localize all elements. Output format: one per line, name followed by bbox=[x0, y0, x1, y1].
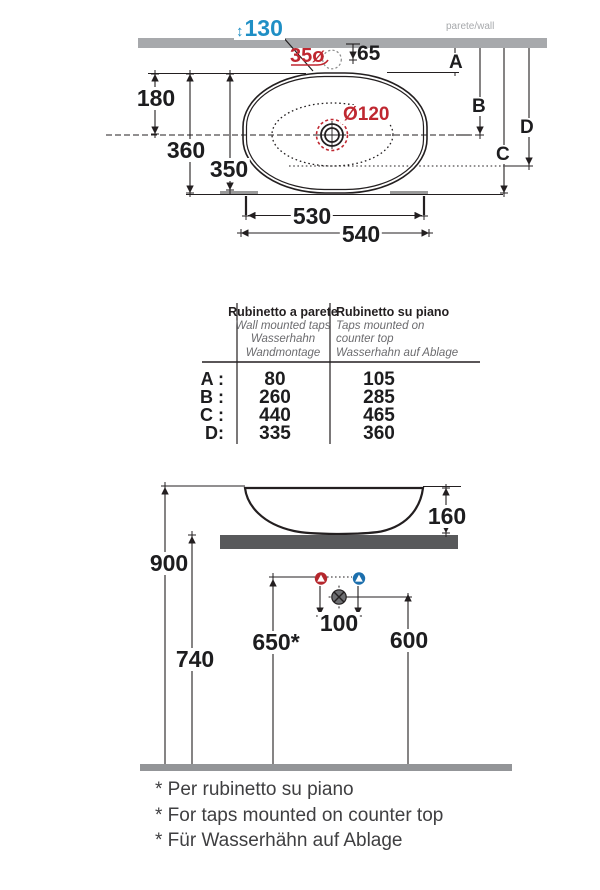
dim-tap-height: 650* bbox=[250, 629, 302, 655]
dim-bowl-width: 530 bbox=[290, 203, 334, 229]
dim-bowl-depth: 350 bbox=[207, 156, 251, 182]
hot-water-icon bbox=[314, 572, 328, 585]
dim-width: 540 bbox=[339, 221, 383, 247]
table-row-label: D: bbox=[205, 423, 224, 443]
column-subtitle: Taps mounted on bbox=[336, 319, 425, 332]
table-cell-wall: 335 bbox=[259, 423, 291, 444]
drain-symbol-icon bbox=[328, 585, 350, 609]
column-subtitle: counter top bbox=[336, 333, 394, 345]
cold-water-icon bbox=[352, 572, 366, 585]
tap-spacing-lines bbox=[316, 586, 362, 615]
basin-base-marks bbox=[186, 191, 503, 196]
reference-lines bbox=[387, 48, 533, 193]
counter-slab bbox=[220, 535, 458, 549]
dim-basin-height: 160 bbox=[425, 503, 469, 529]
table-row-label: B : bbox=[200, 387, 224, 407]
table-header-wall-mounted: Rubinetto a parete Wall mounted taps Was… bbox=[228, 305, 338, 360]
column-subtitle: Wasserhahn bbox=[250, 333, 316, 345]
plan-tick-marks bbox=[151, 56, 533, 237]
table-cell-counter: 105 bbox=[363, 369, 395, 390]
drain-icon bbox=[315, 118, 349, 152]
dim-tap-spacing: 100 bbox=[317, 610, 361, 636]
rim-extension-lines bbox=[163, 485, 461, 488]
footnote-german: * Für Wasserhähn auf Ablage bbox=[155, 830, 403, 851]
column-subtitle: Wandmontage bbox=[245, 346, 321, 359]
basin-side-profile bbox=[243, 486, 425, 536]
table-rules bbox=[202, 303, 480, 444]
table-cell-wall: 260 bbox=[259, 387, 291, 408]
column-subtitle: Wasserhahn auf Ablage bbox=[336, 346, 459, 359]
dim-drain-height: 600 bbox=[387, 627, 431, 653]
ref-label-a: A bbox=[447, 52, 465, 73]
basin-outline bbox=[242, 72, 428, 194]
tap-offset-dimension: 65 bbox=[357, 42, 381, 65]
column-title: Rubinetto a parete bbox=[228, 305, 338, 319]
table-cell-wall: 440 bbox=[259, 405, 291, 426]
basin-height-note: ↕130 bbox=[234, 17, 285, 40]
dim-counter-height: 740 bbox=[173, 646, 217, 672]
ref-label-b: B bbox=[470, 96, 488, 117]
tap-hole-icon bbox=[291, 49, 342, 70]
wall-label: parete/wall bbox=[446, 21, 495, 32]
plan-view bbox=[106, 35, 547, 237]
center-lines bbox=[106, 134, 527, 167]
tap-hole-dimension: 35ø bbox=[290, 45, 325, 67]
table-row-label: A : bbox=[200, 369, 224, 389]
table-cell-wall: 80 bbox=[264, 369, 286, 390]
table-row-label: C : bbox=[200, 405, 224, 425]
ref-label-d: D bbox=[518, 117, 536, 138]
wall-bar bbox=[138, 38, 547, 48]
height-arrows-icon: ↕ bbox=[236, 23, 244, 40]
ref-label-c: C bbox=[494, 144, 512, 165]
dim-depth: 360 bbox=[164, 137, 208, 163]
table-cell-counter: 360 bbox=[363, 423, 395, 444]
column-subtitle: Wall mounted taps bbox=[235, 319, 331, 332]
table-cell-counter: 465 bbox=[363, 405, 395, 426]
basin-height-value: 130 bbox=[244, 15, 283, 41]
side-view bbox=[140, 482, 512, 771]
table-cell-counter: 285 bbox=[363, 387, 395, 408]
drain-diameter-label: Ø120 bbox=[341, 104, 392, 125]
column-title: Rubinetto su piano bbox=[336, 305, 450, 319]
footnote-english: * For taps mounted on counter top bbox=[155, 805, 444, 826]
table-header-counter-top: Rubinetto su piano Taps mounted on count… bbox=[336, 305, 459, 360]
dim-back-to-center: 180 bbox=[134, 85, 178, 111]
footnote-italian: * Per rubinetto su piano bbox=[155, 779, 354, 800]
dim-rim-height: 900 bbox=[147, 550, 191, 576]
floor-bar bbox=[140, 764, 512, 771]
